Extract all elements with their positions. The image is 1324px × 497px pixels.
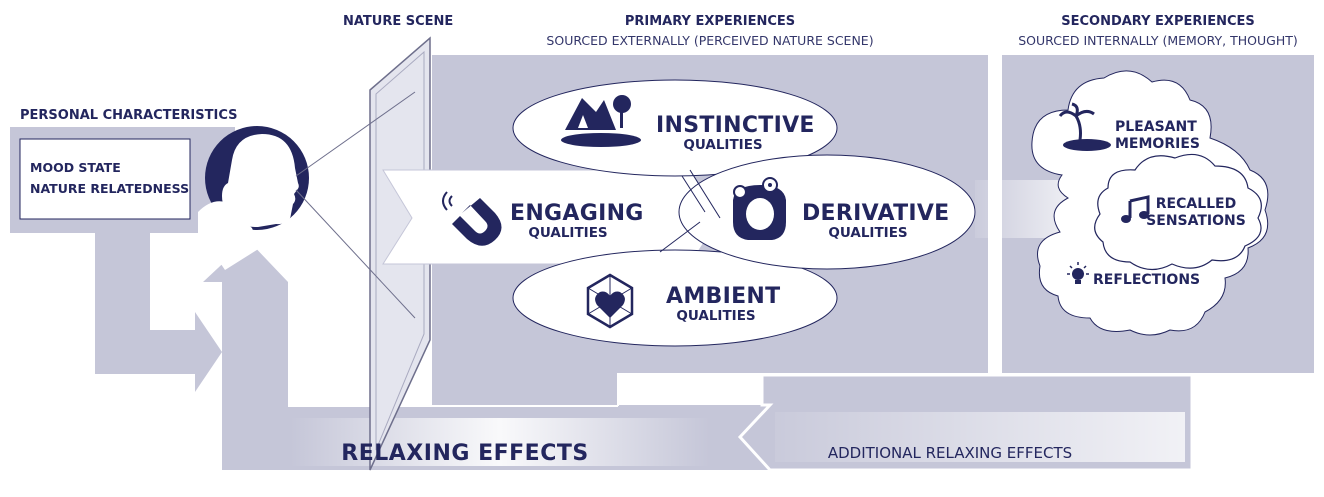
instinctive-ellipse (512, 79, 838, 177)
thinking-head-icon (733, 177, 786, 240)
instinctive-to-derivative-line (681, 175, 706, 213)
island-icon (1058, 102, 1111, 151)
derivative-label: DERIVATIVE (802, 201, 950, 226)
secondary-experiences-subtitle: SOURCED INTERNALLY (MEMORY, THOUGHT) (1018, 33, 1298, 48)
ambient-ellipse (512, 249, 838, 347)
person-head-icon (198, 126, 309, 270)
heart-cube-icon (586, 273, 634, 329)
nature-scene-title: NATURE SCENE (343, 14, 453, 29)
primary-experiences-title: PRIMARY EXPERIENCES (625, 14, 795, 29)
engaging-to-derivative-line (689, 169, 721, 219)
sight-line-top (295, 91, 416, 177)
engaging-sub: QUALITIES (528, 225, 607, 241)
relaxing-effects-label: RELAXING EFFECTS (341, 441, 588, 466)
pleasant-memories-label-1: PLEASANT (1115, 119, 1197, 135)
instinctive-label: INSTINCTIVE (656, 113, 815, 138)
mood-state-label: MOOD STATE (30, 160, 121, 175)
music-note-icon (1121, 195, 1150, 223)
instinctive-sub: QUALITIES (683, 137, 762, 153)
primary-experiences-subtitle: SOURCED EXTERNALLY (PERCEIVED NATURE SCE… (546, 33, 873, 48)
magnet-icon (442, 191, 502, 246)
recalled-sensations-label-2: SENSATIONS (1146, 213, 1246, 229)
recalled-sensations-label-1: RECALLED (1156, 196, 1236, 212)
secondary-experiences-title: SECONDARY EXPERIENCES (1061, 14, 1255, 29)
ambient-sub: QUALITIES (676, 308, 755, 324)
pleasant-memories-label-2: MEMORIES (1115, 136, 1200, 152)
additional-relaxing-effects-label: ADDITIONAL RELAXING EFFECTS (828, 444, 1072, 462)
primary-to-loop-connector (432, 370, 617, 408)
relaxing-effects-highlight (290, 418, 710, 466)
personal-to-person-arrow (95, 233, 222, 392)
derivative-sub: QUALITIES (828, 225, 907, 241)
nature-relatedness-label: NATURE RELATEDNESS (30, 181, 189, 196)
personal-characteristics-title: PERSONAL CHARACTERISTICS (20, 108, 237, 123)
sight-line-bottom (295, 189, 416, 319)
reflections-label: REFLECTIONS (1093, 272, 1200, 288)
landscape-icon (561, 95, 641, 147)
additional-effects-highlight (775, 412, 1185, 462)
ambient-to-derivative-line (659, 221, 701, 253)
ambient-label: AMBIENT (666, 284, 780, 309)
recalled-sensations-cloud (1094, 153, 1262, 271)
personal-characteristics-box (19, 138, 191, 220)
lightbulb-icon (1067, 262, 1089, 284)
engaging-label: ENGAGING (510, 201, 644, 226)
